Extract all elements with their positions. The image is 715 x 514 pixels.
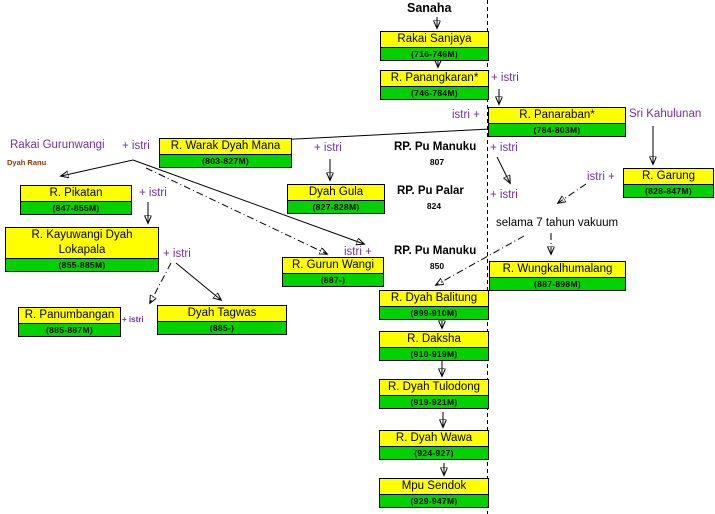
node-name: R. Pikatan <box>21 186 131 202</box>
arrow-istri-to-istri-right <box>496 156 510 183</box>
label-year-824: 824 <box>426 201 442 211</box>
label-sanaha: Sanaha <box>407 1 452 15</box>
node-years: (919-921M) <box>380 396 488 408</box>
node-name: R. Wungkalhumalang <box>490 262 625 278</box>
arrow-gurunwangi-to-gurun-wangi <box>132 159 364 244</box>
node-name: R. Warak Dyah Mana <box>160 139 291 155</box>
node-years: (716-746M) <box>381 48 488 60</box>
node-tulodong: R. Dyah Tulodong(919-921M) <box>379 379 489 409</box>
node-name: Dyah Tagwas <box>158 306 286 322</box>
node-name: R. Panangkaran* <box>381 71 488 87</box>
node-panumbangan: R. Panumbangan(885-887M) <box>18 307 121 337</box>
label-istri-garung: istri + <box>587 171 615 183</box>
label-istri-gurunwangi: + istri <box>122 140 150 152</box>
node-name: Dyah Gula <box>288 185 384 201</box>
label-istri-gurun-wangi-box: istri + <box>344 246 372 258</box>
node-name: R. Daksha <box>380 332 488 348</box>
node-wawa: R. Dyah Wawa(924-927) <box>379 430 489 460</box>
label-year-807: 807 <box>429 157 445 167</box>
node-years: (910-919M) <box>380 348 488 360</box>
node-name: R. Panumbangan <box>19 308 120 324</box>
node-sendok: Mpu Sendok(929-947M) <box>379 478 489 508</box>
label-istri-kayuwangi: + istri <box>163 248 191 260</box>
node-years: (887-898M) <box>490 278 625 290</box>
node-years: (784-803M) <box>489 124 625 136</box>
node-years: (847-855M) <box>21 202 131 214</box>
node-years: (803-827M) <box>160 155 291 167</box>
label-istri-right-1: + istri <box>490 142 518 154</box>
dashdot-garung-to-vakuum <box>558 183 587 203</box>
label-istri-right-2: + istri <box>490 189 518 201</box>
node-sanjaya: Rakai Sanjaya(716-746M) <box>380 31 489 61</box>
node-panaraban: R. Panaraban*(784-803M) <box>488 107 626 137</box>
node-wungkal: R. Wungkalhumalang(887-898M) <box>489 261 626 291</box>
label-rakai-gurunwangi: Rakai Gurunwangi <box>10 139 105 151</box>
label-istri-panangkaran: + istri <box>491 72 519 84</box>
dashdot-vakuum-to-balitung <box>436 235 525 285</box>
node-name: R. Gurun Wangi <box>283 258 383 274</box>
label-dyah-ranu: Dyah Ranu <box>7 158 47 167</box>
label-istri-panaraban: istri + <box>452 109 480 121</box>
node-years: (885-) <box>158 322 286 334</box>
node-name: R. Dyah Balitung <box>380 291 488 307</box>
node-years: (899-910M) <box>380 307 488 319</box>
node-kayuwangi: R. Kayuwangi Dyah Lokapala(855-885M) <box>5 227 159 272</box>
node-years: (887-) <box>283 274 383 286</box>
node-name: R. Kayuwangi Dyah Lokapala <box>6 228 158 259</box>
node-name: Rakai Sanjaya <box>381 32 488 48</box>
node-name: R. Dyah Tulodong <box>380 380 488 396</box>
node-garung: R. Garung(828-847M) <box>623 168 714 198</box>
node-gula: Dyah Gula(827-828M) <box>287 184 385 214</box>
node-years: (929-947M) <box>380 495 488 507</box>
node-years: (827-828M) <box>288 201 384 213</box>
label-manuku-850: RP. Pu Manuku <box>394 245 477 257</box>
node-gurunwangi-box: R. Gurun Wangi(887-) <box>282 257 384 287</box>
label-pu-palar: RP. Pu Palar <box>397 185 464 197</box>
node-daksha: R. Daksha(910-919M) <box>379 331 489 361</box>
node-years: (855-885M) <box>6 259 158 271</box>
node-years: (885-887M) <box>19 324 120 336</box>
node-name: R. Panaraban* <box>489 108 625 124</box>
dashdot-warak-to-gurun-wangi <box>145 167 327 254</box>
arrow-gurunwangi-to-pikatan <box>61 159 134 176</box>
label-istri-pikatan: + istri <box>139 187 167 199</box>
node-years: (746-784M) <box>381 87 488 99</box>
node-name: R. Dyah Wawa <box>380 431 488 447</box>
node-years: (828-847M) <box>624 185 713 197</box>
node-name: R. Garung <box>624 169 713 185</box>
label-manuku-807: RP. Pu Manuku <box>394 141 477 153</box>
node-pikatan: R. Pikatan(847-855M) <box>20 185 132 215</box>
label-istri-panumbangan: + istri <box>122 315 144 324</box>
node-panangkaran: R. Panangkaran*(746-784M) <box>380 70 489 100</box>
arrow-kayuwangi-to-tagwas <box>175 262 221 300</box>
node-years: (924-927) <box>380 447 488 459</box>
label-sri-kahulunan: Sri Kahulunan <box>629 108 702 120</box>
label-istri-gula: + istri <box>314 142 342 154</box>
node-name: Mpu Sendok <box>380 479 488 495</box>
label-selama-vakuum: selama 7 tahun vakuum <box>496 217 619 229</box>
label-year-850: 850 <box>429 261 445 271</box>
node-tagwas: Dyah Tagwas(885-) <box>157 305 287 335</box>
node-balitung: R. Dyah Balitung(899-910M) <box>379 290 489 320</box>
node-warak: R. Warak Dyah Mana(803-827M) <box>159 138 292 168</box>
